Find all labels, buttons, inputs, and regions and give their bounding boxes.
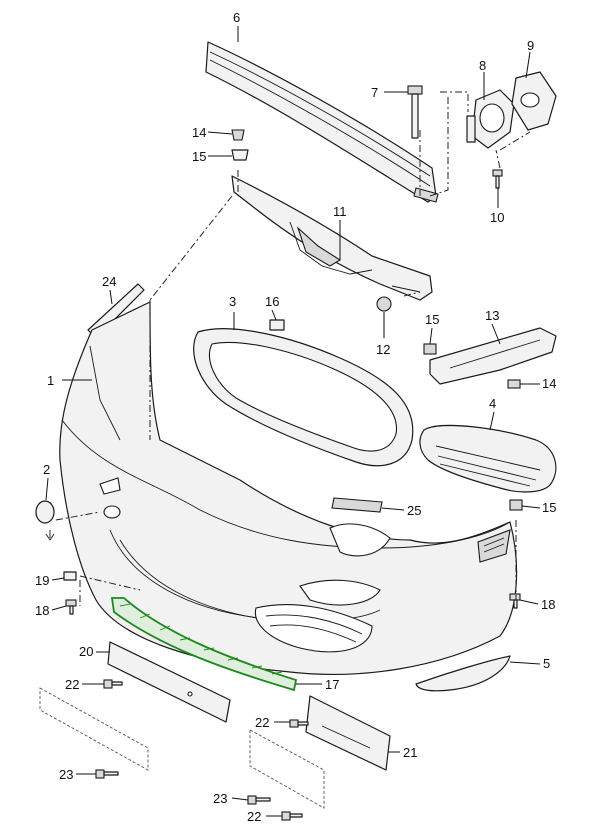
expansion-nut [376,296,392,312]
bumper-cover [59,301,518,675]
leader-lines [45,26,541,817]
callout-23-left: 23 [59,767,73,782]
callout-14-top: 14 [192,125,206,140]
side-spoiler-trim [415,655,511,692]
side-bracket [429,327,557,385]
lower-spoiler-highlighted [110,597,298,692]
callout-7: 7 [371,85,378,100]
callout-16: 16 [265,294,279,309]
callout-14-right: 14 [542,376,556,391]
callout-13: 13 [485,308,499,323]
bracket-cover-plate [511,71,557,131]
callout-4: 4 [489,396,496,411]
long-bolt [407,85,423,139]
small-screw [269,319,285,331]
clips-right [423,343,523,511]
callout-5: 5 [543,656,550,671]
left-grille-frame [193,328,414,467]
bracket-bolt [492,169,503,189]
screws [63,571,521,821]
callout-18-left: 18 [35,603,49,618]
callout-23-bottom: 23 [213,791,227,806]
callout-22-left: 22 [65,677,79,692]
callout-19: 19 [35,573,49,588]
callout-3: 3 [229,294,236,309]
callout-21: 21 [403,745,417,760]
callout-17: 17 [325,677,339,692]
towing-eye-cover [35,500,55,541]
clip-nut-top [231,129,249,161]
mounting-bracket [466,89,515,149]
callout-22-mid: 22 [255,715,269,730]
callout-1: 1 [47,373,54,388]
callout-12: 12 [376,342,390,357]
callout-15-mid: 15 [425,312,439,327]
callout-22-bottom: 22 [247,809,261,824]
license-plate-holder-right [305,695,391,771]
trim-strip [331,497,383,513]
callout-15-top: 15 [192,149,206,164]
callout-25: 25 [407,503,421,518]
callout-24: 24 [102,274,116,289]
callout-6: 6 [233,10,240,25]
callout-2: 2 [43,462,50,477]
callout-9: 9 [527,38,534,53]
upper-mounting-rail [231,175,433,301]
callout-11: 11 [333,204,347,219]
callout-20: 20 [79,644,93,659]
right-grille-frame [419,424,557,493]
license-plate-left [39,687,149,771]
callout-15-right: 15 [542,500,556,515]
callout-18-right: 18 [541,597,555,612]
callout-labels: 6 7 8 9 10 11 12 13 14 14 15 15 15 16 3 … [35,10,556,824]
callout-8: 8 [479,58,486,73]
callout-10: 10 [490,210,504,225]
assembly-lines [55,91,531,606]
license-plate-right [249,729,325,809]
license-plate-bracket-left [107,641,231,723]
reinforcement-beam [205,41,439,203]
